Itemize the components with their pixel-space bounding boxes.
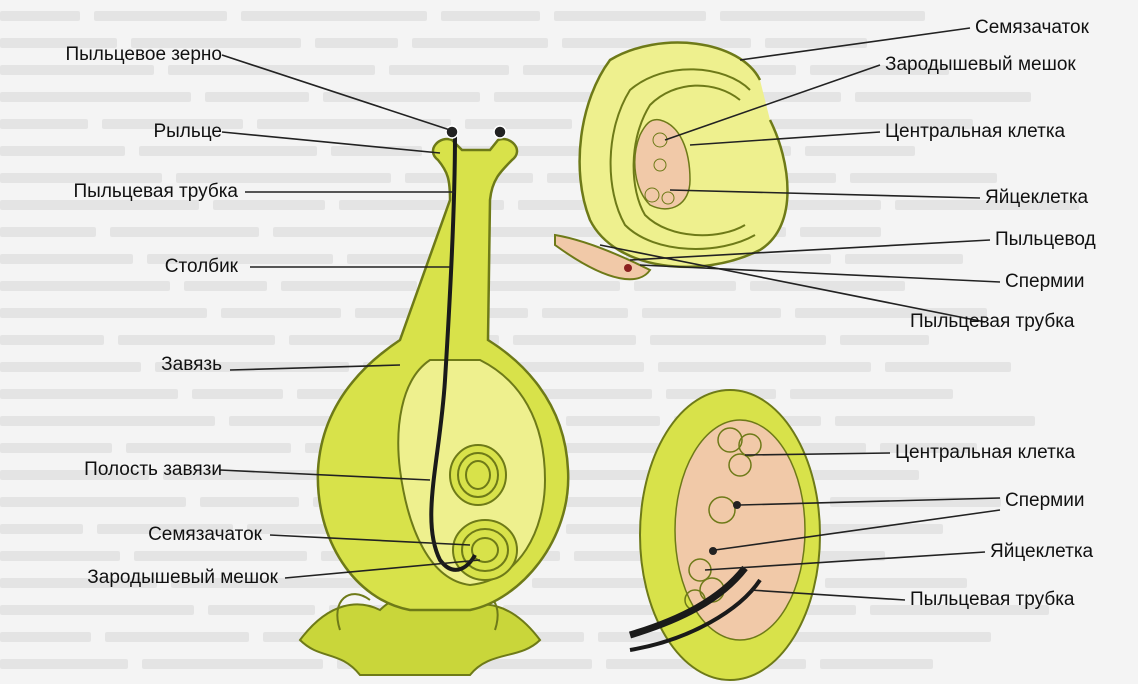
ovule-upper: [450, 445, 506, 505]
label-stigma: Рыльце: [0, 121, 222, 143]
label-ovary: Завязь: [0, 354, 222, 376]
label-ovule-right: Семязачаток: [975, 17, 1089, 39]
label-sperms-top: Спермии: [1005, 271, 1084, 293]
pistil: [300, 126, 568, 675]
label-egg-cell-bottom: Яйцеклетка: [990, 541, 1093, 563]
label-ovule-left: Семязачаток: [0, 524, 262, 546]
pollen-grain-b: [494, 126, 506, 138]
ovule-lower: [453, 520, 517, 580]
ovule-top: [555, 43, 788, 280]
label-egg-cell-top: Яйцеклетка: [985, 187, 1088, 209]
label-pollen-tube: Пыльцевая трубка: [0, 181, 238, 203]
label-central-cell-top: Центральная клетка: [885, 121, 1065, 143]
label-embryo-sac-right: Зародышевый мешок: [885, 54, 1076, 76]
label-embryo-sac-left: Зародышевый мешок: [0, 567, 278, 589]
embryo-sac-bottom: [630, 390, 820, 680]
label-central-cell-bottom: Центральная клетка: [895, 442, 1075, 464]
label-pollen-tube-top: Пыльцевая трубка: [910, 311, 1075, 333]
label-style: Столбик: [0, 256, 238, 278]
label-pollen-tube-bottom: Пыльцевая трубка: [910, 589, 1075, 611]
pollen-grain-a: [446, 126, 458, 138]
label-sperms-bottom: Спермии: [1005, 490, 1084, 512]
label-micropyle: Пыльцевод: [995, 229, 1096, 251]
label-pollen-grain: Пыльцевое зерно: [0, 44, 222, 66]
label-ovary-cavity: Полость завязи: [0, 459, 222, 481]
